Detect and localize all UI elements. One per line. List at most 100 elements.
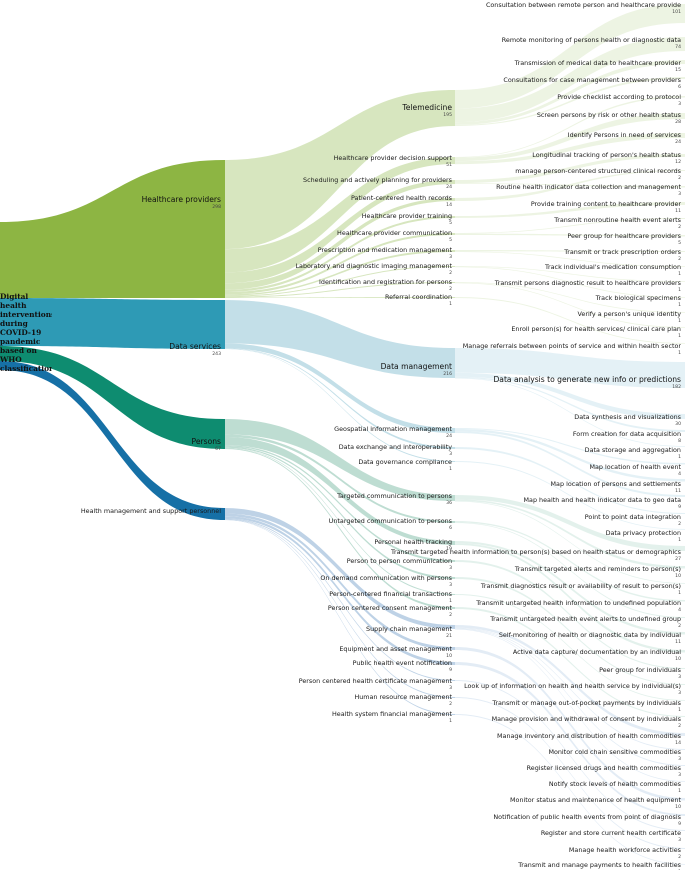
link-l2-transmit-persons-diagnostic-result-to-healthcare-providers	[455, 266, 685, 282]
level3-value-transmit-targeted-health-information-to-person-s-based-on-health-status-or-demographics: 27	[675, 556, 681, 562]
level2-value-personal-health-tracking: 19	[446, 546, 452, 552]
level2-value-telemedicine: 195	[443, 112, 452, 118]
link-l2-active-data-capture-documentation-by-an-individual	[455, 543, 685, 653]
level2-value-person-to-person-communication: 3	[449, 565, 452, 571]
level2-value-health-system-financial-management: 1	[449, 718, 452, 724]
node-data-services	[223, 300, 225, 349]
level2-value-untargeted-communication-to-persons: 6	[449, 525, 452, 531]
level2-label-patient-centered-health-records: Patient-centered health records	[351, 194, 453, 202]
level3-label-transmission-of-medical-data-to-healthcare-provider: Transmission of medical data to healthca…	[514, 59, 682, 67]
level3-value-track-individual-s-medication-consumption: 1	[678, 271, 681, 277]
level3-label-manage-inventory-and-distribution-of-health-commodities: Manage inventory and distribution of hea…	[497, 732, 682, 740]
level3-label-manage-referrals-between-points-of-service-and-within-health-sector: Manage referrals between points of servi…	[463, 342, 682, 350]
link-l2-verify-a-person-s-unique-identity	[455, 282, 685, 313]
level2-value-supply-chain-management: 21	[446, 633, 452, 639]
level3-label-transmit-or-manage-out-of-pocket-payments-by-individuals: Transmit or manage out-of-pocket payment…	[491, 699, 681, 707]
level3-value-map-health-and-health-indicator-data-to-geo-data: 9	[678, 504, 681, 510]
level3-value-enroll-person-s-for-health-services-clinical-care-plan: 1	[678, 333, 681, 339]
level3-value-transmit-or-manage-out-of-pocket-payments-by-individuals: 1	[678, 707, 681, 713]
level2-value-geospatial-information-management: 24	[446, 433, 452, 439]
level3-value-screen-persons-by-risk-or-other-health-status: 28	[675, 119, 681, 125]
link-l1-person-centered-financial-transactions	[224, 447, 455, 595]
level2-label-healthcare-provider-decision-support: Healthcare provider decision support	[334, 154, 453, 162]
link-l1-targeted-communication-to-persons	[224, 419, 455, 501]
level3-value-notify-stock-levels-of-health-commodities: 1	[678, 788, 681, 794]
level3-label-manage-health-workforce-activities: Manage health workforce activities	[569, 846, 682, 854]
link-l2-manage-referrals-between-points-of-service-and-within-health-sector	[455, 297, 685, 344]
link-l2-enroll-person-s-for-health-services-clinical-care-plan	[455, 282, 685, 328]
level3-value-monitor-status-and-maintenance-of-health-equipment: 10	[675, 804, 681, 810]
level2-value-human-resource-management: 2	[449, 701, 452, 707]
level3-label-consultation-between-remote-person-and-healthcare-provide: Consultation between remote person and h…	[486, 1, 681, 9]
level3-value-transmit-untargeted-health-event-alerts-to-undefined-group: 2	[678, 623, 681, 629]
level3-value-data-storage-and-aggregation: 1	[678, 454, 681, 460]
link-l1-identification-and-registration-for-persons	[224, 282, 455, 298]
link-l2-transmit-untargeted-health-event-alerts-to-undefined-group	[455, 522, 685, 618]
level3-value-transmit-or-track-prescription-orders: 2	[678, 256, 681, 262]
level2-label-healthcare-provider-training: Healthcare provider training	[362, 212, 452, 220]
level2-value-healthcare-provider-training: 5	[449, 220, 452, 226]
level2-links	[455, 4, 685, 865]
link-l1-human-resource-management	[224, 519, 455, 698]
level3-label-data-synthesis-and-visualizations: Data synthesis and visualizations	[574, 413, 681, 421]
link-l2-transmit-or-track-prescription-orders	[455, 250, 685, 252]
level2-value-patient-centered-health-records: 14	[446, 202, 452, 208]
link-root-health-management-and-support-personnel	[0, 361, 224, 520]
level3-value-register-and-store-current-health-certificate: 3	[678, 837, 681, 843]
level3-label-manage-provision-and-withdrawal-of-consent-by-individuals: Manage provision and withdrawal of conse…	[492, 715, 682, 723]
link-l2-provide-training-content-to-healthcare-provider	[455, 202, 685, 218]
level2-value-data-governance-compliance: 1	[449, 466, 452, 472]
level2-label-telemedicine: Telemedicine	[401, 103, 452, 112]
level2-value-person-centered-financial-transactions: 1	[449, 598, 452, 604]
level3-value-transmit-untargeted-health-information-to-undefined-population: 4	[678, 607, 681, 613]
level2-label-data-management: Data management	[381, 362, 452, 371]
level3-label-transmit-targeted-health-information-to-person-s-based-on-health-status-or-demographics: Transmit targeted health information to …	[390, 548, 682, 556]
level3-label-register-licensed-drugs-and-health-commodities: Register licensed drugs and health commo…	[527, 764, 682, 772]
link-l1-data-management	[224, 300, 455, 378]
level3-value-manage-person-centered-structured-clinical-records: 2	[678, 175, 681, 181]
level3-value-map-location-of-persons-and-settlements: 11	[675, 488, 681, 494]
level3-value-provide-checklist-according-to-protocol: 3	[678, 101, 681, 107]
level3-value-map-location-of-health-event: 4	[678, 471, 681, 477]
node-healthcare-providers	[223, 160, 225, 298]
link-l2-track-individual-s-medication-consumption	[455, 251, 685, 267]
link-l2-notification-of-public-health-events-from-point-of-diagnosis	[455, 662, 685, 816]
node-persons	[223, 419, 225, 449]
level2-label-scheduling-and-actively-planning-for-providers: Scheduling and actively planning for pro…	[303, 176, 453, 184]
level2-value-referral-coordination: 1	[449, 301, 452, 307]
level3-label-screen-persons-by-risk-or-other-health-status: Screen persons by risk or other health s…	[537, 111, 682, 119]
link-l2-transmit-and-manage-payments-to-health-facilities	[455, 714, 685, 865]
level3-label-transmit-persons-diagnostic-result-to-healthcare-providers: Transmit persons diagnostic result to he…	[494, 279, 682, 287]
link-l2-point-to-point-data-integration	[455, 447, 685, 514]
level1-value-persons: 67	[215, 446, 221, 452]
level2-value-healthcare-provider-communication: 5	[449, 237, 452, 243]
level2-value-scheduling-and-actively-planning-for-providers: 24	[446, 184, 452, 190]
link-l2-manage-inventory-and-distribution-of-health-commodities	[455, 625, 685, 736]
level2-label-prescription-and-medication-management: Prescription and medication management	[318, 246, 453, 254]
level2-value-targeted-communication-to-persons: 36	[446, 500, 452, 506]
level3-value-notification-of-public-health-events-from-point-of-diagnosis: 9	[678, 821, 681, 827]
level3-label-remote-monitoring-of-persons-health-or-diagnostic-data: Remote monitoring of persons health or d…	[502, 36, 681, 44]
level2-label-equipment-and-asset-management: Equipment and asset management	[339, 645, 452, 653]
level1-label-persons: Persons	[192, 437, 222, 446]
level2-label-geospatial-information-management: Geospatial information management	[334, 425, 452, 433]
level3-label-transmit-untargeted-health-information-to-undefined-population: Transmit untargeted health information t…	[475, 599, 681, 607]
level3-label-map-location-of-persons-and-settlements: Map location of persons and settlements	[551, 480, 682, 488]
link-l2-look-up-of-information-on-health-and-health-service-by-individual-s	[455, 577, 685, 685]
level3-value-transmit-nonroutine-health-event-alerts: 2	[678, 224, 681, 230]
link-l2-form-creation-for-data-acquisition	[455, 376, 685, 432]
level2-value-healthcare-provider-decision-support: 51	[446, 162, 452, 168]
link-l1-healthcare-provider-decision-support	[224, 157, 455, 273]
level3-value-verify-a-person-s-unique-identity: 1	[678, 318, 681, 324]
level3-label-active-data-capture-documentation-by-an-individual: Active data capture/ documentation by an…	[513, 648, 681, 656]
level3-value-manage-inventory-and-distribution-of-health-commodities: 14	[675, 740, 681, 746]
level3-label-data-analysis-to-generate-new-info-or-predictions: Data analysis to generate new info or pr…	[493, 375, 681, 384]
level3-label-track-individual-s-medication-consumption: Track individual's medication consumptio…	[544, 263, 681, 271]
link-l2-monitor-status-and-maintenance-of-health-equipment	[455, 647, 685, 801]
level3-value-monitor-cold-chain-sensitive-commodities: 3	[678, 756, 681, 762]
link-l1-healthcare-provider-training	[224, 216, 455, 293]
link-l2-transmit-nonroutine-health-event-alerts	[455, 218, 685, 234]
link-l1-public-health-event-notification	[224, 516, 455, 665]
level3-label-transmit-and-manage-payments-to-health-facilities: Transmit and manage payments to health f…	[517, 861, 681, 869]
level2-label-person-centered-health-certificate-management: Person centered health certificate manag…	[299, 677, 453, 685]
